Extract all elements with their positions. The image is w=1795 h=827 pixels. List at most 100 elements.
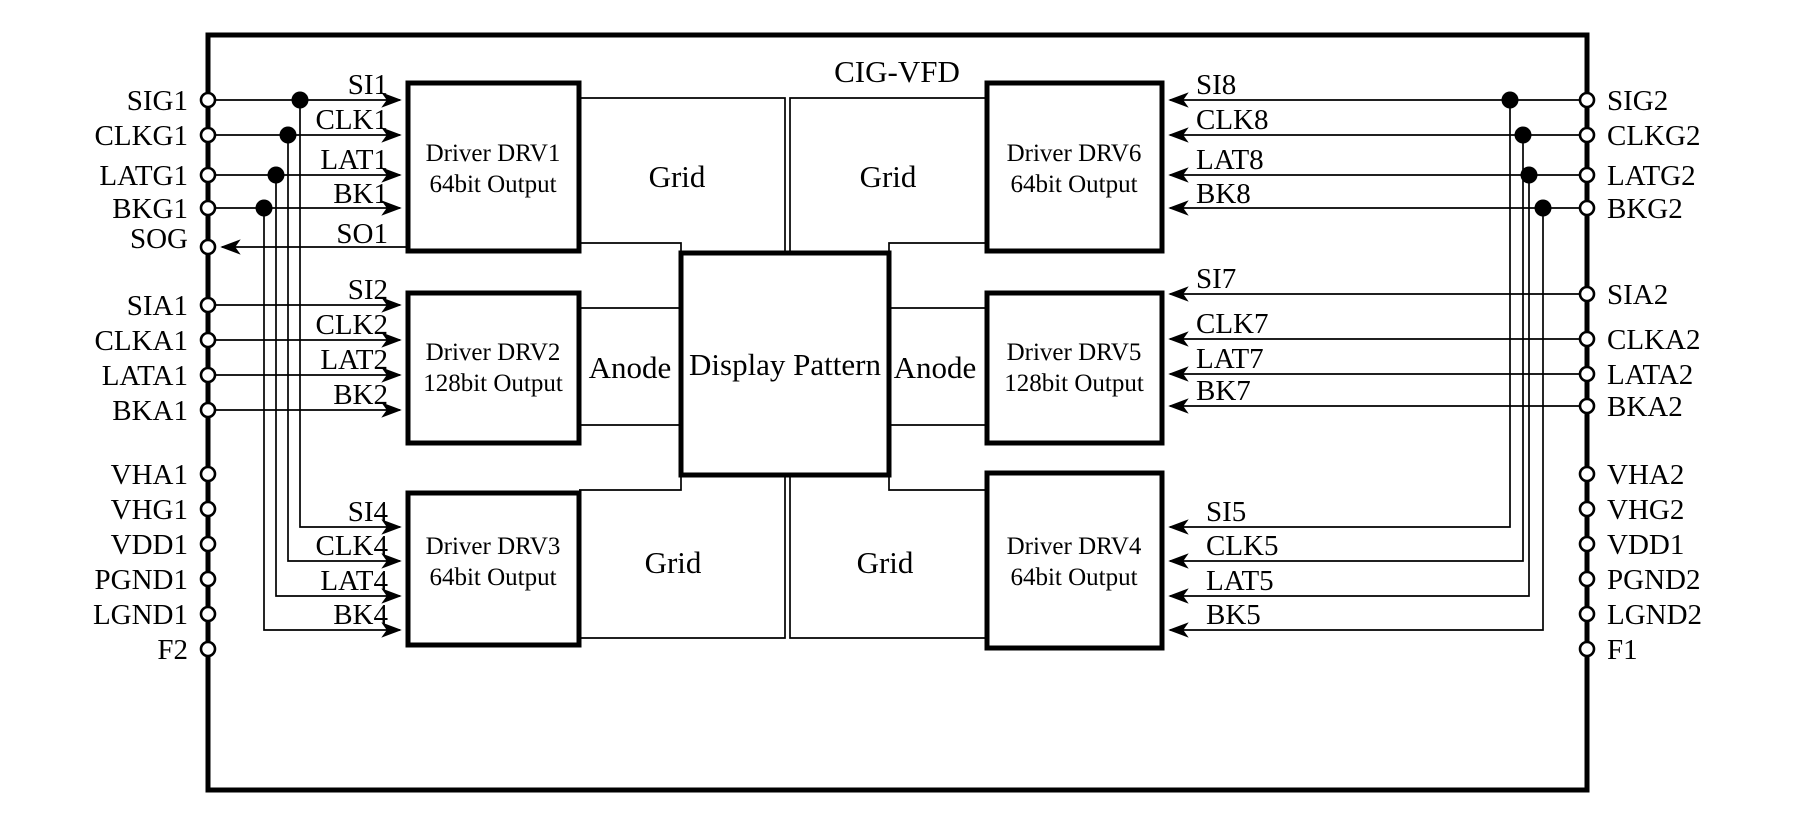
pin-vhg1[interactable] bbox=[199, 500, 217, 518]
pin-vha1[interactable] bbox=[199, 465, 217, 483]
pin-label-sig1: SIG1 bbox=[127, 85, 188, 117]
wires-drv2 bbox=[215, 297, 402, 418]
signal-labels-left: SI1 CLK1 LAT1 BK1 SO1 SI2 CLK2 LAT2 BK2 … bbox=[316, 69, 389, 631]
pin-label-f2: F2 bbox=[157, 634, 188, 666]
pin-pgnd1[interactable] bbox=[199, 570, 217, 588]
driver-label-drv3-line1: Driver DRV3 bbox=[426, 533, 561, 560]
signal-label-lat2: LAT2 bbox=[320, 344, 388, 376]
pin-f1[interactable] bbox=[1578, 640, 1596, 658]
pin-sig2[interactable] bbox=[1578, 91, 1596, 109]
grid-region-top-left-outline bbox=[579, 97, 786, 253]
pin-label-latg1: LATG1 bbox=[99, 160, 188, 192]
junction-sig2 bbox=[1501, 91, 1519, 109]
pin-label-vha1: VHA1 bbox=[111, 459, 188, 491]
anode-label-right: Anode bbox=[894, 350, 977, 385]
driver-label-drv2-line2: 128bit Output bbox=[423, 370, 563, 397]
pin-sig1[interactable] bbox=[199, 91, 217, 109]
pin-label-sia2: SIA2 bbox=[1607, 279, 1668, 311]
pin-label-vha2: VHA2 bbox=[1607, 459, 1684, 491]
pin-bka1[interactable] bbox=[199, 401, 217, 419]
wire-latg2-lat5 bbox=[1168, 175, 1530, 604]
display-pattern-label: Display Pattern bbox=[689, 347, 881, 382]
pin-label-pgnd2: PGND2 bbox=[1607, 564, 1700, 596]
grid-region-bottom-right-outline-b bbox=[789, 475, 987, 639]
pin-clkg2[interactable] bbox=[1578, 126, 1596, 144]
pin-latg1[interactable] bbox=[199, 166, 217, 184]
pin-label-bka2: BKA2 bbox=[1607, 391, 1683, 423]
grid-label-top-right: Grid bbox=[860, 159, 917, 194]
signal-label-si4: SI4 bbox=[348, 496, 389, 528]
signal-label-lat8: LAT8 bbox=[1196, 144, 1264, 176]
pin-bkg1[interactable] bbox=[199, 199, 217, 217]
driver-label-drv6-line2: 64bit Output bbox=[1010, 171, 1137, 198]
signal-label-si7: SI7 bbox=[1196, 263, 1236, 295]
page-title: CIG-VFD bbox=[834, 54, 960, 89]
left-pin-group: SIG1 CLKG1 LATG1 BKG1 SOG SIA1 CLKA1 LAT… bbox=[93, 85, 217, 666]
anode-label-left: Anode bbox=[589, 350, 672, 385]
pin-f2[interactable] bbox=[199, 640, 217, 658]
signal-label-lat4: LAT4 bbox=[320, 565, 388, 597]
junction-bkg1 bbox=[255, 199, 273, 217]
signal-label-bk5: BK5 bbox=[1206, 599, 1261, 631]
pin-label-sia1: SIA1 bbox=[127, 290, 188, 322]
driver-label-drv5-line2: 128bit Output bbox=[1004, 370, 1144, 397]
pin-label-pgnd1: PGND1 bbox=[95, 564, 188, 596]
signal-label-si1: SI1 bbox=[348, 69, 388, 101]
driver-label-drv4-line2: 64bit Output bbox=[1010, 564, 1137, 591]
grid-region-bottom-right-outline bbox=[888, 475, 987, 491]
pin-lata2[interactable] bbox=[1578, 365, 1596, 383]
grid-region-top-right-outline bbox=[789, 97, 987, 253]
wire-sig1-si4 bbox=[299, 100, 402, 535]
pin-label-lgnd1: LGND1 bbox=[93, 599, 188, 631]
driver-label-drv2-line1: Driver DRV2 bbox=[426, 339, 561, 366]
signal-label-si5: SI5 bbox=[1206, 496, 1246, 528]
junction-latg2 bbox=[1520, 166, 1538, 184]
driver-box-drv2 bbox=[405, 290, 582, 446]
pin-vha2[interactable] bbox=[1578, 465, 1596, 483]
pin-sia2[interactable] bbox=[1578, 285, 1596, 303]
pin-bka2[interactable] bbox=[1578, 397, 1596, 415]
pin-lgnd2[interactable] bbox=[1578, 605, 1596, 623]
junction-clkg2 bbox=[1514, 126, 1532, 144]
wires-drv1 bbox=[215, 92, 408, 255]
grid-label-top-left: Grid bbox=[649, 159, 706, 194]
driver-box-drv3 bbox=[405, 490, 582, 648]
pin-clkg1[interactable] bbox=[199, 126, 217, 144]
signal-label-si2: SI2 bbox=[348, 274, 388, 306]
grid-region-top-right-outline-b bbox=[888, 242, 987, 253]
pin-vdd1-right[interactable] bbox=[1578, 535, 1596, 553]
wire-latg1-lat4 bbox=[275, 175, 402, 604]
driver-label-drv1-line2: 64bit Output bbox=[429, 171, 556, 198]
pin-sog[interactable] bbox=[199, 238, 217, 256]
signal-label-bk2: BK2 bbox=[333, 379, 388, 411]
pin-sia1[interactable] bbox=[199, 296, 217, 314]
driver-label-drv3-line2: 64bit Output bbox=[429, 564, 556, 591]
pin-label-latg2: LATG2 bbox=[1607, 160, 1696, 192]
signal-label-lat1: LAT1 bbox=[320, 144, 388, 176]
grid-label-bottom-left: Grid bbox=[645, 545, 702, 580]
signal-label-clk5: CLK5 bbox=[1206, 530, 1279, 562]
pin-lata1[interactable] bbox=[199, 366, 217, 384]
pin-label-f1: F1 bbox=[1607, 634, 1638, 666]
pin-label-clka1: CLKA1 bbox=[95, 325, 188, 357]
pin-lgnd1[interactable] bbox=[199, 605, 217, 623]
pin-vdd1[interactable] bbox=[199, 535, 217, 553]
pin-vhg2[interactable] bbox=[1578, 500, 1596, 518]
pin-pgnd2[interactable] bbox=[1578, 570, 1596, 588]
signal-label-bk4: BK4 bbox=[333, 599, 388, 631]
pin-label-vhg1: VHG1 bbox=[111, 494, 188, 526]
wires-drv3-branch bbox=[255, 91, 402, 638]
pin-label-bkg2: BKG2 bbox=[1607, 193, 1683, 225]
driver-box-drv1 bbox=[405, 80, 582, 254]
pin-latg2[interactable] bbox=[1578, 166, 1596, 184]
pin-clka1[interactable] bbox=[199, 331, 217, 349]
pin-clka2[interactable] bbox=[1578, 330, 1596, 348]
pin-label-clkg1: CLKG1 bbox=[95, 120, 188, 152]
signal-label-lat5: LAT5 bbox=[1206, 565, 1274, 597]
pin-label-clka2: CLKA2 bbox=[1607, 324, 1700, 356]
right-pin-group: SIG2 CLKG2 LATG2 BKG2 SIA2 CLKA2 LATA2 B… bbox=[1578, 85, 1702, 666]
pin-bkg2[interactable] bbox=[1578, 199, 1596, 217]
signal-label-bk8: BK8 bbox=[1196, 178, 1251, 210]
display-pattern-box bbox=[678, 250, 892, 478]
signal-label-bk1: BK1 bbox=[333, 178, 388, 210]
